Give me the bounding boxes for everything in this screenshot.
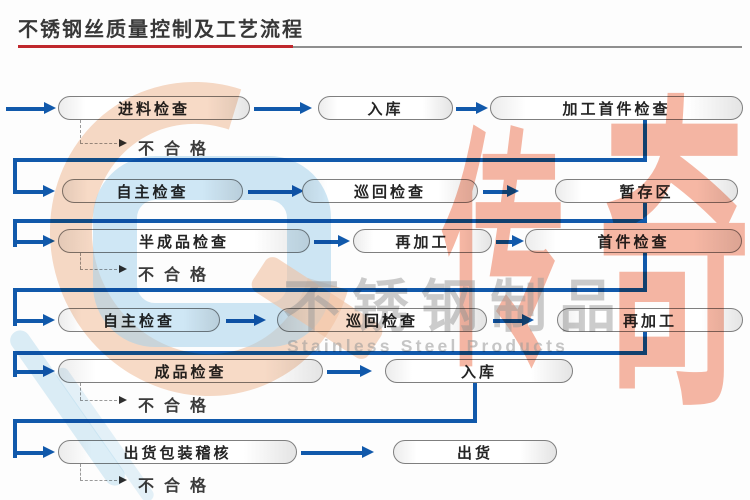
- start-arrow: [6, 102, 56, 115]
- flow-arrow: [13, 185, 55, 198]
- flow-arrow: [13, 365, 55, 378]
- node-shipping-packaging-audit: 出货包装稽核: [58, 440, 297, 464]
- title-underline-red: [18, 45, 293, 48]
- title-underline-gray: [293, 46, 742, 48]
- fail-arrowhead-icon: [119, 476, 127, 484]
- connector-segment: [643, 332, 647, 353]
- flow-arrow: [226, 314, 266, 327]
- flow-arrow: [13, 235, 55, 248]
- connector-segment: [13, 219, 17, 247]
- fail-arrowhead-icon: [119, 396, 127, 404]
- node-warehousing-2: 入库: [385, 359, 573, 383]
- connector-segment: [473, 383, 477, 422]
- fail-label: 不合格: [138, 267, 217, 284]
- flow-arrow: [301, 446, 374, 459]
- fail-branch-line: [80, 120, 81, 143]
- connector-segment: [13, 288, 647, 292]
- flow-arrow: [327, 365, 372, 378]
- node-warehousing: 入库: [318, 96, 453, 120]
- fail-branch-line: [80, 253, 81, 269]
- node-self-inspection: 自主检查: [62, 179, 243, 203]
- node-patrol-inspection-2: 巡回检查: [277, 308, 487, 332]
- connector-segment: [13, 219, 647, 223]
- node-reprocessing: 再加工: [353, 229, 492, 253]
- fail-arrowhead-icon: [119, 139, 127, 147]
- connector-segment: [13, 288, 17, 326]
- node-shipping: 出货: [393, 440, 557, 464]
- flow-arrow: [248, 185, 304, 198]
- fail-arrowhead-icon: [119, 265, 127, 273]
- fail-branch-line: [80, 400, 117, 401]
- node-self-inspection-2: 自主检查: [58, 308, 220, 332]
- fail-branch-line: [80, 480, 117, 481]
- fail-label: 不合格: [138, 398, 217, 415]
- node-finished-inspection: 成品检查: [58, 359, 323, 383]
- connector-segment: [13, 158, 17, 190]
- connector-segment: [13, 419, 477, 423]
- flow-arrow: [493, 314, 534, 327]
- connector-segment: [643, 253, 647, 290]
- node-semi-finished-inspection: 半成品检查: [58, 229, 310, 253]
- node-reprocessing-2: 再加工: [557, 308, 743, 332]
- watermark-char-right: 奇: [598, 77, 750, 445]
- fail-branch-line: [80, 383, 81, 400]
- fail-label: 不合格: [138, 141, 217, 158]
- flow-arrow: [483, 185, 519, 198]
- connector-segment: [643, 203, 647, 221]
- page-title: 不锈钢丝质量控制及工艺流程: [18, 19, 304, 41]
- flow-arrow: [496, 235, 524, 248]
- fail-label: 不合格: [138, 478, 217, 495]
- fail-branch-line: [80, 464, 81, 480]
- connector-segment: [13, 158, 647, 162]
- flow-arrow: [314, 235, 350, 248]
- node-incoming-inspection: 进料检查: [58, 96, 250, 120]
- node-first-article-inspection: 首件检查: [525, 229, 742, 253]
- fail-branch-line: [80, 269, 117, 270]
- flow-arrow: [254, 102, 312, 115]
- watermark-char-left: 传: [442, 113, 565, 398]
- fail-branch-line: [80, 143, 117, 144]
- connector-segment: [643, 120, 647, 160]
- node-first-article-processing-inspection: 加工首件检查: [490, 96, 743, 120]
- connector-segment: [13, 351, 647, 355]
- flow-arrow: [456, 102, 488, 115]
- node-patrol-inspection: 巡回检查: [302, 179, 478, 203]
- flow-arrow: [13, 314, 55, 327]
- node-temporary-storage: 暂存区: [555, 179, 738, 203]
- flow-arrow: [13, 446, 55, 459]
